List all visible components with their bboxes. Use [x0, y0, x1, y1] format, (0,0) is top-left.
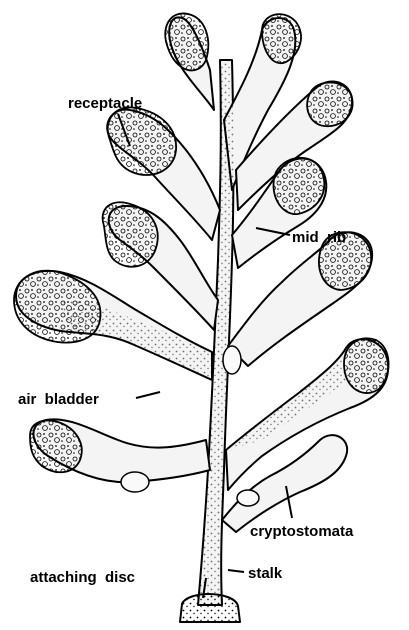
air-bladder-shape-2 [237, 490, 259, 506]
air-bladder-leader [136, 392, 160, 398]
receptacle-left-upper [108, 107, 176, 175]
air-bladder-shape-3 [223, 346, 241, 374]
label-stalk: stalk [248, 565, 283, 582]
label-air-bladder: air bladder [18, 391, 99, 408]
label-attaching-disc: attaching disc [30, 569, 135, 586]
air-bladder-shape-1 [121, 472, 149, 492]
stalk-leader [228, 570, 244, 572]
label-receptacle: receptacle [68, 95, 142, 112]
label-cryptostomata: cryptostomata [250, 523, 354, 540]
receptacle-upper-right [307, 82, 353, 126]
receptacle-right-low [344, 338, 389, 393]
label-mid-rib: mid rib [292, 229, 346, 246]
receptacle-top-right [262, 14, 301, 63]
receptacle-top-left [165, 13, 208, 70]
